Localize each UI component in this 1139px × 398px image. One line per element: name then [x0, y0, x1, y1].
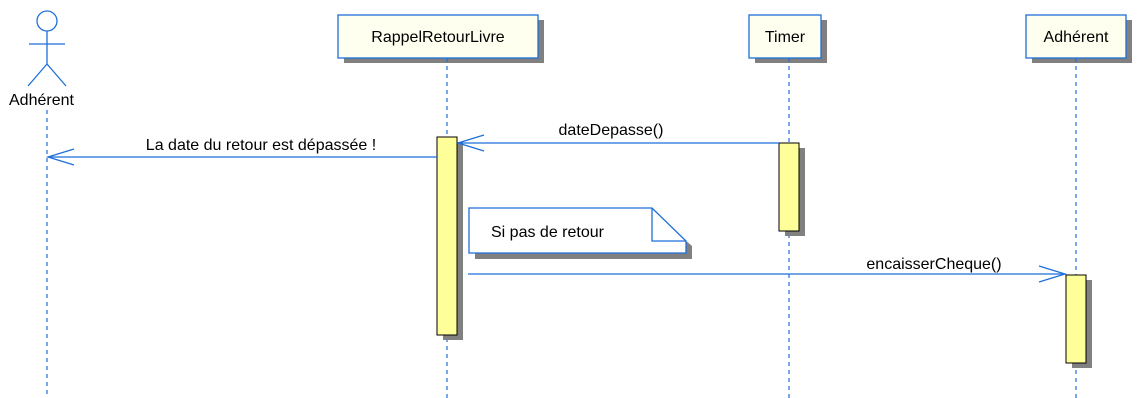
activation-adherent[interactable]: [1065, 274, 1087, 364]
actor-leg-left: [27, 63, 48, 87]
message-encaisser-label: encaisserCheque(): [866, 256, 1001, 273]
message-encaisser-arrowhead: [1038, 265, 1068, 283]
note-fold-icon: [651, 208, 686, 242]
activation-rappel[interactable]: [436, 136, 458, 336]
message-date-retour[interactable]: [45, 148, 437, 166]
message-encaisser[interactable]: [468, 265, 1068, 283]
actor-leg-right: [46, 63, 67, 87]
actor-head: [36, 10, 58, 32]
message-date-depasse-arrowhead: [455, 134, 485, 152]
lifeline-timer-label: Timer: [765, 29, 806, 46]
lifeline-adherent-label: Adhérent: [1044, 29, 1109, 46]
lifeline-rappel-label: RappelRetourLivre: [371, 29, 505, 46]
note-box[interactable]: [468, 207, 687, 254]
lifeline-timer-box[interactable]: [748, 14, 822, 59]
message-date-depasse-label: dateDepasse(): [559, 122, 664, 139]
message-date-retour-label: La date du retour est dépassée !: [146, 137, 376, 154]
lifeline-rappel-box[interactable]: [337, 14, 539, 59]
activation-timer[interactable]: [778, 142, 800, 232]
note-text: Si pas de retour: [491, 224, 605, 241]
actor-adherent-label: Adhérent: [9, 92, 74, 109]
message-date-retour-arrowhead: [45, 148, 75, 166]
actor-adherent: [27, 10, 67, 87]
lifeline-adherent-box[interactable]: [1025, 14, 1127, 59]
message-date-depasse[interactable]: [455, 134, 779, 152]
